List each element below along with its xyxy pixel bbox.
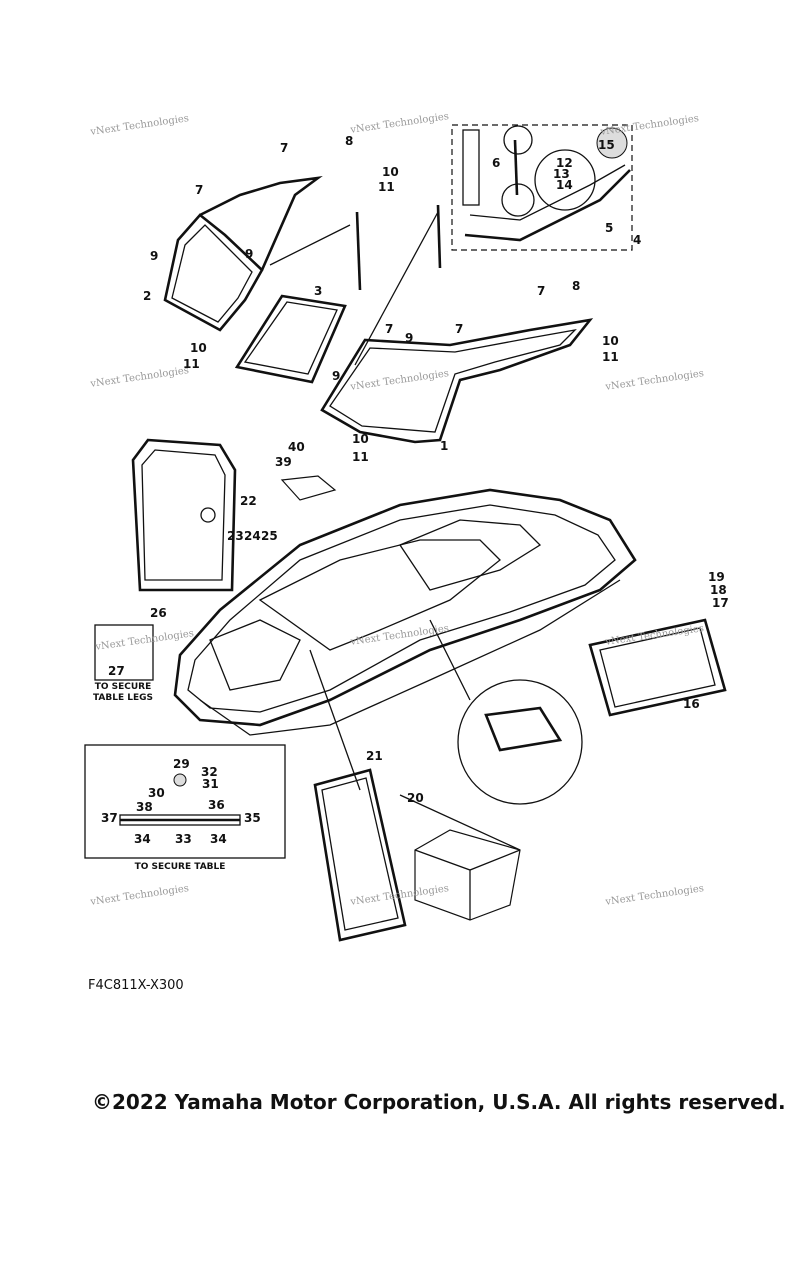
part-16-drawing [588, 618, 727, 717]
part-label: 27 [108, 664, 125, 678]
table-legs-box [94, 624, 154, 681]
part-label: 20 [407, 791, 424, 805]
table-legs-caption: TO SECURE TABLE LEGS [92, 682, 154, 703]
part-label: 9 [405, 331, 414, 345]
part-label: 26 [150, 606, 167, 620]
part-label: 35 [244, 811, 261, 825]
part-label: 13 [553, 167, 570, 181]
part-label: 19 [708, 570, 725, 584]
diagram-code: F4C811X-X300 [88, 978, 184, 993]
part-label: 30 [148, 786, 165, 800]
part-label: 10 [602, 334, 619, 348]
part-label: 12 [556, 156, 573, 170]
part-label: 7 [455, 322, 464, 336]
part-label: 33 [175, 832, 192, 846]
table-caption: TO SECURE TABLE [134, 862, 226, 872]
part-39-drawing [280, 475, 337, 501]
part-label: 8 [572, 279, 581, 293]
part-label: 7 [385, 322, 394, 336]
part-label: 25 [261, 529, 278, 543]
part-label: 34 [210, 832, 227, 846]
detail-box-drawing [451, 124, 633, 251]
part-label: 5 [605, 221, 614, 235]
part-label: 18 [710, 583, 727, 597]
part-label: 39 [275, 455, 292, 469]
part-label: 23 [227, 529, 244, 543]
part-3-drawing [234, 294, 347, 384]
part-label: 10 [190, 341, 207, 355]
part-label: 1 [440, 439, 449, 453]
part-label: 14 [556, 178, 573, 192]
part-label: 24 [244, 529, 261, 543]
part-label: 17 [712, 596, 729, 610]
part-label: 4 [633, 233, 642, 247]
part-label: 32 [201, 765, 218, 779]
part-label: 7 [537, 284, 546, 298]
part-label: 21 [366, 749, 383, 763]
part-label: 10 [382, 165, 399, 179]
part-label: 16 [683, 697, 700, 711]
part-label: 37 [101, 811, 118, 825]
part-label: 38 [136, 800, 153, 814]
part-label: 34 [134, 832, 151, 846]
boat-hull-drawing [173, 488, 637, 736]
copyright-notice: ©2022 Yamaha Motor Corporation, U.S.A. A… [92, 1090, 786, 1114]
detail-circle-drawing [457, 679, 583, 805]
part-label: 11 [378, 180, 395, 194]
cover-1-drawing [320, 318, 594, 444]
part-label: 29 [173, 757, 190, 771]
part-20-drawing [313, 768, 407, 942]
parts-diagram [84, 124, 727, 942]
diagram-drawing [84, 124, 727, 942]
part-label: 9 [332, 369, 341, 383]
part-label: 2 [143, 289, 152, 303]
part-label: 11 [602, 350, 619, 364]
part-4-drawing [464, 169, 631, 242]
part-label: 36 [208, 798, 225, 812]
part-label: 8 [345, 134, 354, 148]
part-label: 9 [245, 247, 254, 261]
part-label: 11 [352, 450, 369, 464]
part-label: 11 [183, 357, 200, 371]
part-label: 6 [492, 156, 501, 170]
part-label: 40 [288, 440, 305, 454]
part-label: 31 [202, 777, 219, 791]
part-label: 15 [598, 138, 615, 152]
part-label: 22 [240, 494, 257, 508]
hatch-22-drawing [131, 438, 237, 592]
cooler-drawing [414, 829, 521, 921]
part-label: 7 [195, 183, 204, 197]
part-label: 9 [150, 249, 159, 263]
part-label: 7 [280, 141, 289, 155]
cover-2-drawing [163, 176, 323, 332]
part-label: 3 [314, 284, 323, 298]
part-label: 10 [352, 432, 369, 446]
table-detail-box [84, 744, 286, 859]
